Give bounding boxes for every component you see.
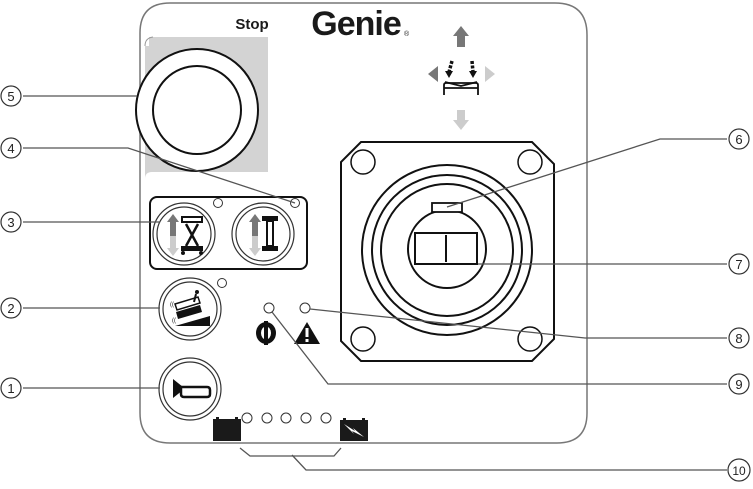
- svg-text:((: ((: [170, 302, 174, 308]
- mounting-hole: [517, 149, 543, 175]
- drive-speed-mode-button[interactable]: [231, 202, 295, 266]
- mounting-hole: [517, 326, 543, 352]
- genie-logo: Genie: [311, 5, 401, 43]
- callout-2: 2: [0, 297, 22, 319]
- fault-indicator-light: [299, 302, 311, 314]
- callout-lines: [23, 95, 727, 471]
- drive-mode-icon: [249, 214, 278, 256]
- battery-led-4: [300, 412, 312, 424]
- svg-text:8: 8: [735, 331, 742, 346]
- battery-led-2: [261, 412, 273, 424]
- tilt-indicator-light: [217, 278, 227, 288]
- svg-text:4: 4: [7, 141, 14, 156]
- battery-led-1: [241, 412, 253, 424]
- battery-icon: [213, 417, 241, 441]
- callout-10: 10: [727, 458, 751, 482]
- callout-9: 9: [728, 373, 750, 395]
- svg-text:2: 2: [7, 301, 14, 316]
- joystick-controller[interactable]: [340, 141, 555, 362]
- svg-text:1: 1: [7, 381, 14, 396]
- callout-5: 5: [0, 85, 22, 107]
- tilt-override-button[interactable]: (( ((: [158, 277, 222, 341]
- svg-text:6: 6: [735, 132, 742, 147]
- power-indicator-light: [263, 302, 275, 314]
- platform-lift-mode-button[interactable]: [152, 202, 216, 266]
- svg-text:10: 10: [732, 464, 746, 478]
- scissor-lift-icon: [167, 214, 203, 256]
- callout-3: 3: [0, 211, 22, 233]
- battery-charging-icon: [340, 418, 368, 441]
- tilt-override-icon: (( ((: [170, 290, 210, 326]
- svg-text:5: 5: [7, 89, 14, 104]
- horn-icon: [173, 379, 212, 399]
- joystick-enable-switch[interactable]: [431, 202, 463, 213]
- battery-led-3: [280, 412, 292, 424]
- horn-button[interactable]: [158, 357, 222, 421]
- callout-1: 1: [0, 377, 22, 399]
- svg-text:7: 7: [735, 257, 742, 272]
- battery-led-5: [320, 412, 332, 424]
- emergency-stop-button[interactable]: [135, 48, 259, 172]
- power-icon: [256, 321, 276, 345]
- svg-text:9: 9: [735, 377, 742, 392]
- joystick-thumb-rocker[interactable]: [414, 232, 478, 265]
- battery-charge-indicator: [213, 412, 368, 441]
- mounting-hole: [350, 326, 376, 352]
- drive-direction-arrows-icon: [428, 26, 495, 130]
- warning-triangle-icon: [294, 322, 320, 344]
- stop-label: Stop: [235, 16, 268, 33]
- svg-text:3: 3: [7, 215, 14, 230]
- callout-6: 6: [728, 128, 750, 150]
- svg-text:((: ((: [172, 318, 176, 324]
- callout-8: 8: [728, 327, 750, 349]
- mounting-hole: [350, 149, 376, 175]
- registered-mark: ®: [404, 30, 410, 38]
- lift-mode-indicator-light: [213, 198, 223, 208]
- callout-4: 4: [0, 137, 22, 159]
- callout-7: 7: [728, 253, 750, 275]
